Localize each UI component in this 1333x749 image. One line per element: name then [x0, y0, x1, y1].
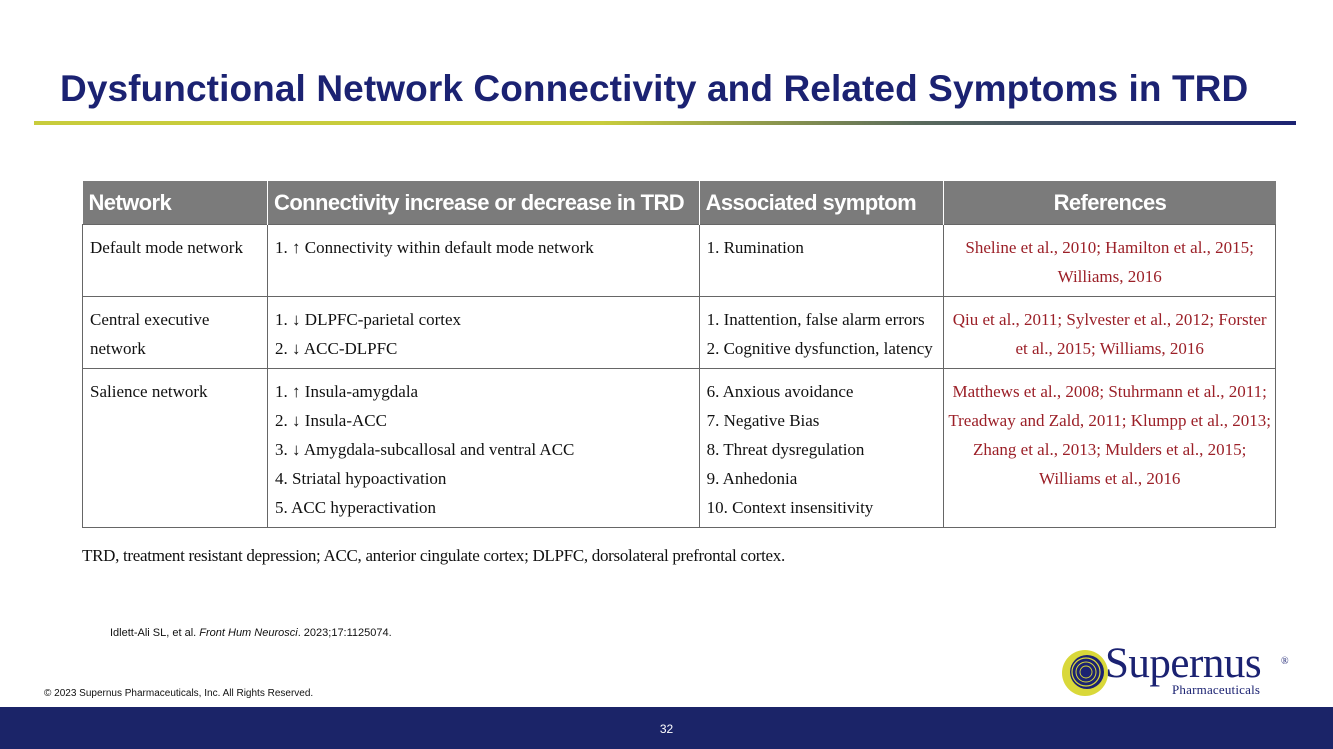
cell-line: 2. ↓ ACC-DLPFC — [275, 339, 398, 358]
cell-line: Matthews et al., 2008; Stuhrmann et al.,… — [952, 382, 1267, 401]
cell-line: 2. ↓ Insula-ACC — [275, 411, 387, 430]
cell-line: Williams et al., 2016 — [1038, 469, 1181, 488]
cell-line: 9. Anhedonia — [706, 469, 798, 488]
cell-line: Central executive — [90, 310, 210, 329]
logo-wordmark: Supernus — [1105, 640, 1262, 687]
table-row: Default mode network 1. ↑ Connectivity w… — [81, 224, 1276, 297]
citation-details: . 2023;17:1125074. — [297, 627, 392, 639]
cell-line: Default mode network — [90, 238, 243, 257]
cell-line: 5. ACC hyperactivation — [275, 498, 437, 517]
table-footnote: TRD, treatment resistant depression; ACC… — [82, 546, 785, 565]
cell-line: 1. Inattention, false alarm errors — [706, 310, 925, 329]
cell-references: Matthews et al., 2008; Stuhrmann et al.,… — [943, 368, 1276, 528]
cell-line: Qiu et al., 2011; Sylvester et al., 2012… — [952, 310, 1267, 329]
column-header-symptom: Associated symptom — [699, 181, 945, 225]
cell-line: 1. ↑ Connectivity within default mode ne… — [275, 238, 594, 257]
cell-line: 6. Anxious avoidance — [706, 382, 854, 401]
citation-authors: Idlett-Ali SL, et al. — [110, 627, 200, 639]
cell-line: 1. ↓ DLPFC-parietal cortex — [275, 310, 462, 329]
copyright-notice: © 2023 Supernus Pharmaceuticals, Inc. Al… — [44, 688, 314, 699]
cell-network: Central executive network — [81, 296, 269, 369]
cell-line: 3. ↓ Amygdala-subcallosal and ventral AC… — [275, 440, 575, 459]
slide-title: Dysfunctional Network Connectivity and R… — [60, 68, 1249, 109]
cell-references: Sheline et al., 2010; Hamilton et al., 2… — [943, 224, 1276, 297]
cell-symptom: 1. Rumination — [698, 224, 945, 297]
table-row: Salience network 1. ↑ Insula-amygdala 2.… — [81, 368, 1276, 528]
registered-mark: ® — [1281, 656, 1289, 667]
cell-line: Williams, 2016 — [1057, 267, 1162, 286]
network-connectivity-table: Network Connectivity increase or decreas… — [81, 181, 1276, 528]
cell-symptom: 6. Anxious avoidance 7. Negative Bias 8.… — [698, 368, 945, 528]
cell-line: Zhang et al., 2013; Mulders et al., 2015… — [972, 440, 1247, 459]
logo-subtitle: Pharmaceuticals — [1172, 682, 1261, 697]
cell-line: Sheline et al., 2010; Hamilton et al., 2… — [965, 238, 1254, 257]
cell-line: 4. Striatal hypoactivation — [275, 469, 447, 488]
cell-line: network — [90, 339, 146, 358]
footer-bar: 32 — [0, 707, 1333, 749]
table-row: Central executive network 1. ↓ DLPFC-par… — [81, 296, 1276, 369]
cell-network: Default mode network — [81, 224, 269, 297]
cell-line: Treadway and Zald, 2011; Klumpp et al., … — [948, 411, 1271, 430]
citation: Idlett-Ali SL, et al. Front Hum Neurosci… — [110, 627, 392, 639]
cell-references: Qiu et al., 2011; Sylvester et al., 2012… — [943, 296, 1276, 369]
cell-connectivity: 1. ↑ Insula-amygdala 2. ↓ Insula-ACC 3. … — [267, 368, 700, 528]
cell-line: 8. Threat dysregulation — [706, 440, 865, 459]
cell-line: 2. Cognitive dysfunction, latency — [706, 339, 933, 358]
column-header-references: References — [943, 181, 1276, 225]
logo-sun-icon — [1062, 650, 1108, 696]
cell-line: 1. Rumination — [706, 238, 804, 257]
cell-connectivity: 1. ↓ DLPFC-parietal cortex 2. ↓ ACC-DLPF… — [267, 296, 700, 369]
cell-line: 1. ↑ Insula-amygdala — [275, 382, 419, 401]
table-header-row: Network Connectivity increase or decreas… — [82, 181, 1276, 225]
title-underline — [34, 121, 1296, 125]
cell-line: et al., 2015; Williams, 2016 — [1015, 339, 1204, 358]
cell-connectivity: 1. ↑ Connectivity within default mode ne… — [267, 224, 700, 297]
cell-network: Salience network — [81, 368, 269, 528]
supernus-logo: Supernus ® Pharmaceuticals — [1060, 640, 1300, 703]
page-number: 32 — [659, 722, 674, 736]
cell-symptom: 1. Inattention, false alarm errors 2. Co… — [698, 296, 945, 369]
cell-line: 10. Context insensitivity — [706, 498, 874, 517]
cell-line: 7. Negative Bias — [706, 411, 820, 430]
cell-line: Salience network — [90, 382, 208, 401]
column-header-network: Network — [82, 181, 269, 225]
citation-journal: Front Hum Neurosci — [199, 627, 298, 639]
column-header-connectivity: Connectivity increase or decrease in TRD — [267, 181, 700, 225]
